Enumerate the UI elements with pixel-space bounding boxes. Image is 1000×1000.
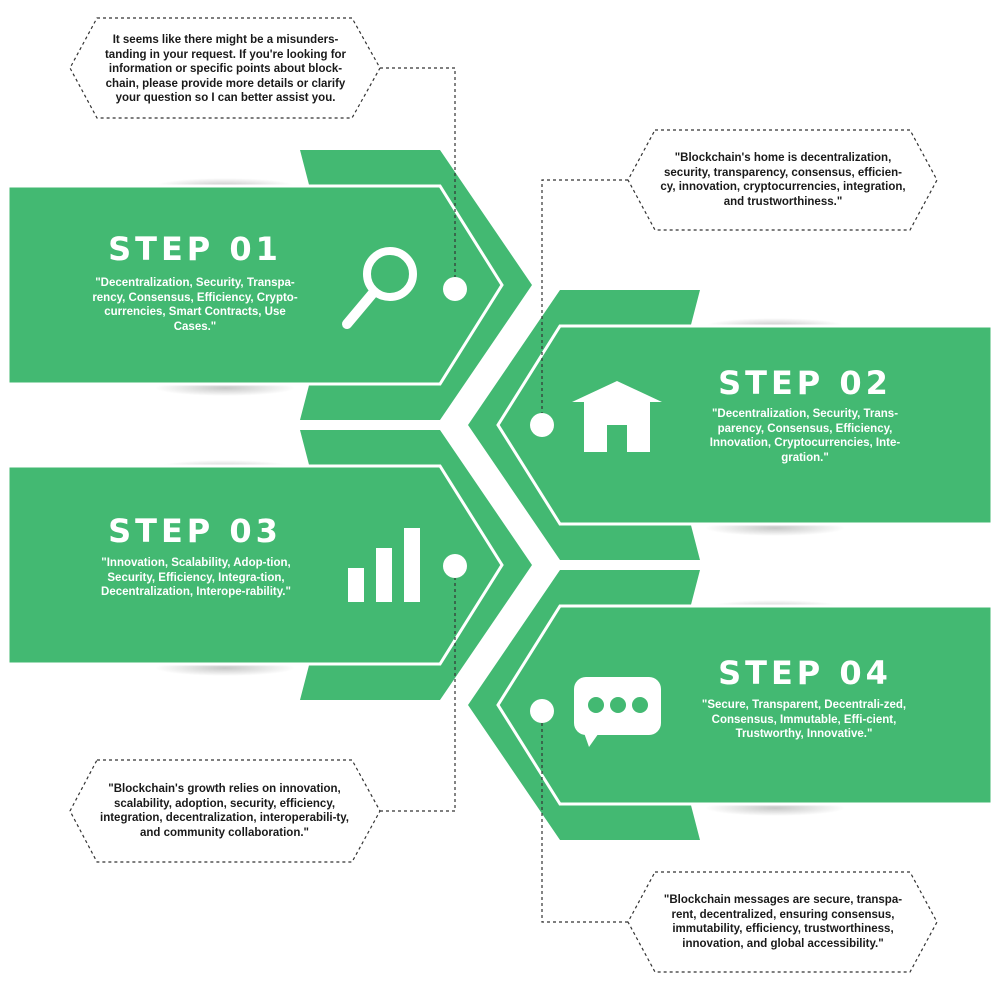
- note-box-3: [69, 759, 381, 863]
- connector-2: [541, 179, 628, 425]
- step-02-title: STEP 02: [718, 364, 892, 402]
- step-01-description: "Decentralization, Security, Transpa-ren…: [92, 277, 298, 333]
- step-02-description: "Decentralization, Security, Trans-paren…: [709, 408, 901, 464]
- connector-1: [380, 67, 456, 289]
- step-03-description: "Innovation, Scalability, Adop-tion, Sec…: [101, 557, 291, 598]
- bar-chart-icon: [348, 528, 420, 602]
- magnifier-icon: [342, 247, 417, 329]
- step-04-title: STEP 04: [718, 654, 892, 692]
- dot-step-04: [530, 699, 554, 723]
- note-box-1: [69, 17, 381, 119]
- connector-3: [380, 566, 456, 812]
- connector-4: [541, 711, 628, 923]
- note-3-text: "Blockchain's growth relies on innovatio…: [100, 783, 349, 839]
- home-icon: [572, 381, 662, 452]
- step-01-title: STEP 01: [108, 230, 282, 268]
- note-4-text: "Blockchain messages are secure, transpa…: [663, 894, 903, 950]
- dot-step-02: [530, 413, 554, 437]
- connectors: [380, 67, 628, 923]
- banner-step-01: [6, 184, 504, 386]
- banner-step-03: [6, 464, 504, 666]
- note-1-text: It seems like there might be a misunders…: [104, 34, 347, 104]
- step-03-title: STEP 03: [108, 512, 282, 550]
- banner-step-02: [496, 324, 994, 526]
- step-banners: [6, 184, 994, 806]
- step-04-description: "Secure, Transparent, Decentrali-zed, Co…: [701, 699, 907, 740]
- connector-dots: [443, 277, 554, 723]
- dot-step-01: [443, 277, 467, 301]
- chat-bubble-icon: [574, 677, 661, 747]
- note-2-text: "Blockchain's home is decentralization, …: [660, 152, 906, 208]
- banner-step-04: [496, 604, 994, 806]
- dot-step-03: [443, 554, 467, 578]
